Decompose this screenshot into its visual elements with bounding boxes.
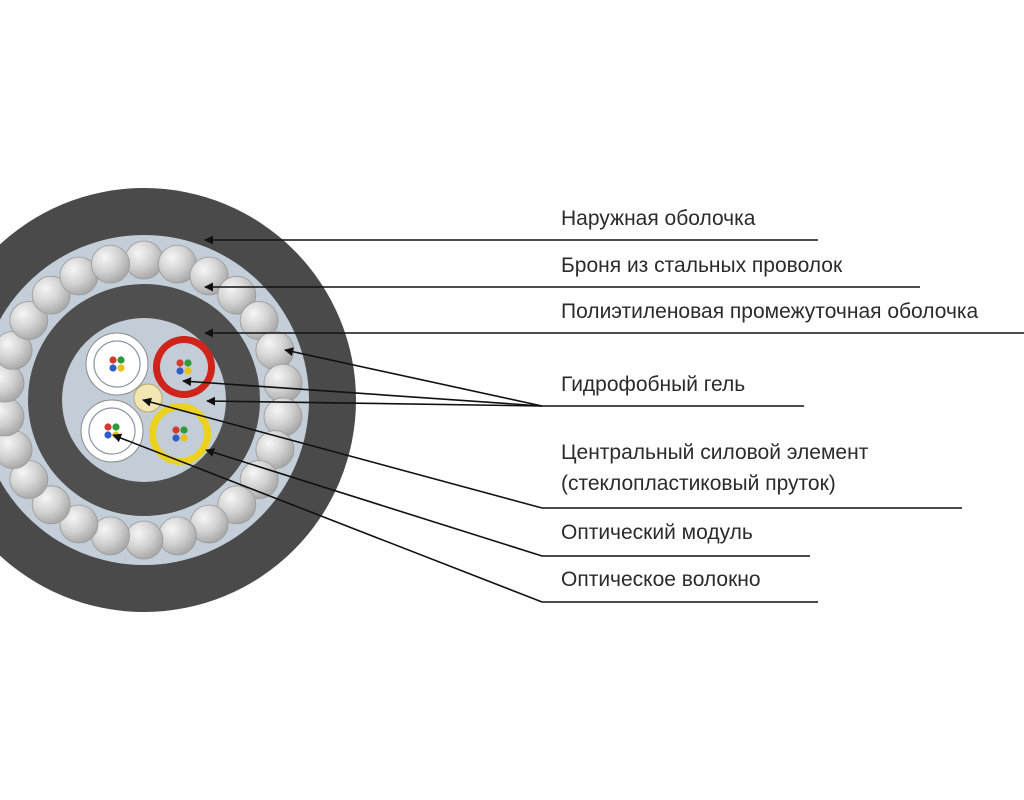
- fiber-cluster-top-right: [176, 359, 192, 375]
- leader-hydrophobic-gel-branch-3: [206, 396, 543, 407]
- label-steel-armor: Броня из стальных проволок: [561, 254, 843, 277]
- leader-hydrophobic-gel-branch-2: [182, 377, 543, 407]
- steel-armor-wire: [91, 244, 130, 284]
- optical-module-top-left: [85, 332, 149, 396]
- label-central-member-line2: (стеклопластиковый пруток): [561, 472, 836, 495]
- leader-lines: [112, 235, 1024, 603]
- steel-armor-wire: [263, 363, 303, 403]
- leader-central-member: [142, 397, 962, 509]
- label-intermediate-sheath: Полиэтиленовая промежуточная оболочка: [561, 300, 979, 323]
- fiber-cluster-top-left: [109, 356, 125, 372]
- optical-module-bottom-right-yellow: [149, 403, 211, 465]
- steel-armor-wire: [31, 485, 71, 525]
- optical-module-top-right-red: [153, 336, 215, 398]
- label-optical-module: Оптический модуль: [561, 521, 753, 544]
- leader-optical-module: [205, 448, 810, 557]
- label-hydrophobic-gel: Гидрофобный гель: [561, 373, 745, 396]
- steel-armor-wire: [124, 520, 164, 560]
- steel-armor-wire: [31, 275, 71, 315]
- steel-armor-wire: [217, 275, 257, 315]
- label-central-member-line1: Центральный силовой элемент: [561, 441, 869, 464]
- steel-armor-wire: [59, 504, 99, 544]
- steel-armor-wire: [9, 301, 49, 340]
- fiber-cluster-bottom-right: [172, 426, 188, 442]
- optical-module-bottom-left: [80, 399, 144, 463]
- label-optical-fiber: Оптическое волокно: [561, 568, 761, 591]
- steel-armor-wire: [158, 516, 197, 556]
- cable-cross-section: [0, 188, 356, 612]
- steel-armor-wire: [189, 256, 229, 296]
- steel-armor-wire: [124, 240, 164, 280]
- steel-armor-wire: [217, 485, 257, 525]
- callout-labels: Наружная оболочка Броня из стальных пров…: [561, 207, 979, 591]
- steel-armor-wire: [263, 397, 303, 437]
- label-outer-sheath: Наружная оболочка: [561, 207, 756, 230]
- leader-optical-fiber: [112, 433, 818, 603]
- steel-armor-wires: [0, 240, 303, 560]
- central-strength-member: [133, 383, 163, 413]
- leader-hydrophobic-gel-branch-1: [284, 347, 543, 407]
